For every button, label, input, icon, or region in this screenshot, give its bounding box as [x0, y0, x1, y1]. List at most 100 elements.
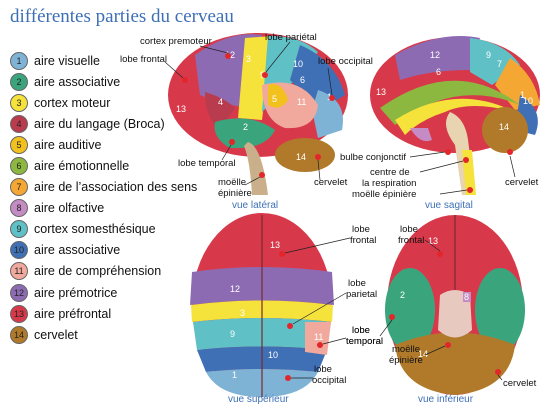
marker-frontal-superior — [279, 251, 285, 257]
lateral-region-5 — [268, 84, 288, 108]
label-lobe-frontal-superior-2: frontal — [350, 235, 376, 246]
marker-frontal — [182, 77, 188, 83]
legend-label: aire associative — [34, 74, 121, 89]
inferior-cerebellum — [395, 332, 515, 395]
lateral-view: 12391061345111214 — [168, 33, 348, 195]
label-cervelet-inferior: cervelet — [503, 378, 537, 389]
marker-centre — [463, 157, 469, 163]
label-lobe-occipital-superior-1: lobe — [314, 364, 332, 375]
region-number: 13 — [376, 87, 386, 97]
legend-label: aire de compréhension — [34, 264, 162, 279]
legend-label: cortex moteur — [34, 95, 111, 110]
marker-parietal-superior — [287, 323, 293, 329]
legend-number-badge: 5 — [10, 135, 28, 154]
legend-label: aire prémotrice — [34, 285, 118, 300]
marker-cervelet-inferior — [495, 369, 501, 375]
region-number: 13 — [270, 240, 280, 250]
lateral-cerebellum — [275, 138, 335, 172]
label-bulbe: bulbe conjonctif — [340, 152, 406, 163]
lateral-region-1 — [312, 90, 343, 138]
marker-premoteur — [225, 53, 231, 59]
legend-label: cervelet — [34, 327, 78, 342]
legend-number-badge: 10 — [10, 241, 28, 260]
region-number: 9 — [486, 50, 491, 60]
legend-label: aire émotionnelle — [34, 159, 130, 174]
region-number: 14 — [499, 122, 509, 132]
marker-moelle-sagittal — [467, 187, 473, 193]
region-number: 12 — [430, 50, 440, 60]
label-moelle-lateral-2: épinière — [218, 188, 252, 199]
region-number: 9 — [230, 329, 235, 339]
label-lobe-frontal-inferior-2: frontal — [398, 235, 424, 246]
region-number: 6 — [300, 75, 305, 85]
legend-number-badge: 8 — [10, 199, 28, 218]
caption-lateral: vue latéral — [232, 200, 278, 211]
caption-inferior: vue inférieur — [418, 394, 474, 405]
marker-temporal-superior — [317, 342, 323, 348]
legend-label: aire auditive — [34, 137, 102, 152]
label-lobe-parietal-lateral: lobe pariétal — [265, 32, 317, 43]
region-number: 14 — [296, 152, 306, 162]
sagittal-region-6 — [380, 80, 520, 125]
label-moelle-lateral-1: moëlle — [218, 177, 246, 188]
region-number: 8 — [464, 292, 469, 302]
marker-frontal-inferior — [437, 251, 443, 257]
region-number: 14 — [418, 349, 428, 359]
page-title: différentes parties du cerveau — [10, 6, 234, 27]
region-number: 12 — [230, 284, 240, 294]
superior-labels: lobe frontal lobe parietal lobe temporal… — [228, 224, 383, 405]
region-number: 6 — [436, 67, 441, 77]
label-lobe-temporal-lateral: lobe temporal — [178, 158, 236, 169]
sagittal-view: 1269713108114 — [370, 36, 540, 299]
label-lobe-temporal-inferior-2: temporal — [346, 336, 383, 347]
inferior-region-2-left — [385, 268, 435, 352]
label-lobe-frontal-lateral: lobe frontal — [120, 54, 167, 65]
marker-parietal — [262, 72, 268, 78]
region-number: 5 — [272, 94, 277, 104]
region-number: 3 — [240, 308, 245, 318]
region-number: 7 — [497, 59, 502, 69]
sagittal-labels: bulbe conjonctif centre de la respiratio… — [340, 149, 539, 211]
legend-item: 3 cortex moteur — [10, 92, 210, 113]
label-lobe-occipital-superior-2: occipital — [312, 375, 346, 386]
marker-occipital — [329, 95, 335, 101]
legend-number-badge: 3 — [10, 93, 28, 112]
legend-label: aire du langage (Broca) — [34, 116, 165, 131]
region-number: 11 — [314, 332, 323, 342]
lateral-brainstem — [244, 142, 268, 195]
label-moelle-inferior-2: épinière — [389, 355, 423, 366]
region-number: 4 — [218, 97, 223, 107]
label-lobe-parietal-superior-2: parietal — [346, 289, 377, 300]
label-lobe-temporal-superior-1: lobe — [352, 325, 370, 336]
label-cervelet-sagittal: cervelet — [505, 177, 539, 188]
legend-label: aire visuelle — [34, 53, 101, 68]
legend-label: aire associative — [34, 243, 121, 258]
label-lobe-frontal-superior-1: lobe — [352, 224, 370, 235]
sagittal-cerebellum — [482, 107, 528, 153]
marker-bulbe — [445, 149, 451, 155]
leader-lines — [164, 41, 516, 381]
region-number: 10 — [268, 350, 278, 360]
superior-region-11 — [305, 322, 331, 355]
sagittal-corpus — [395, 98, 515, 135]
legend-item: 10 aire associative — [10, 240, 210, 261]
sagittal-region-12 — [395, 36, 480, 80]
label-centre-1: centre de — [370, 167, 410, 178]
marker-occipital-superior — [285, 375, 291, 381]
legend-label: cortex somesthésique — [34, 222, 156, 237]
region-number: 10 — [523, 96, 533, 106]
marker-moelle — [259, 172, 265, 178]
